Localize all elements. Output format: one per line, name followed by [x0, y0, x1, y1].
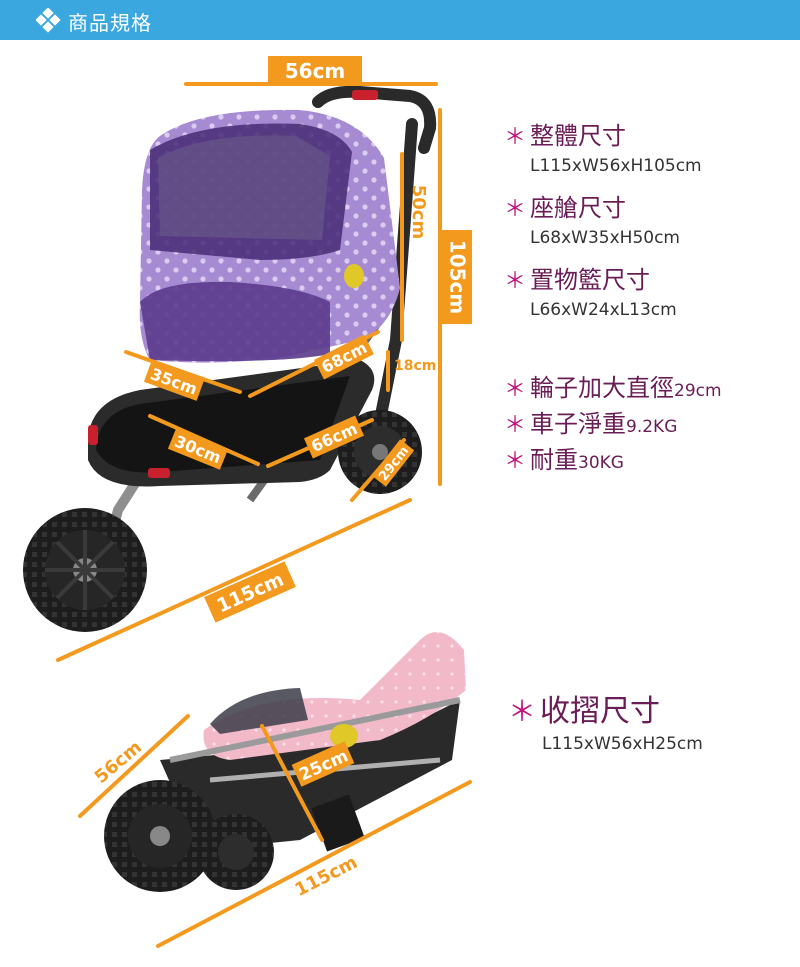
spec-item-seat: ＊座艙尺寸 [504, 194, 627, 222]
dim-total-height-text: 105cm [446, 240, 470, 314]
dim-total-length-text: 115cm [214, 568, 288, 617]
section-title: 商品規格 [68, 11, 152, 35]
dim-seat-depth-text: 18cm [394, 358, 436, 374]
folded-dimension-lines [78, 714, 472, 948]
dim-canopy-height-text: 50cm [408, 185, 429, 239]
spec-item-overall: ＊整體尺寸 [504, 122, 627, 150]
dim-total-height: 105cm [440, 230, 472, 324]
asterisk-icon: ＊ [504, 449, 527, 474]
diamond-bullet-icon [36, 8, 61, 33]
dim-top-width-text: 56cm [285, 59, 346, 83]
spec-value-basket: L66xW24xL13cm [530, 300, 677, 320]
asterisk-icon: ＊ [504, 377, 527, 402]
dim-total-length: 115cm [204, 561, 296, 623]
fold-spec-label: ＊收摺尺寸 [508, 694, 661, 729]
fold-spec-value: L115xW56xH25cm [542, 734, 703, 754]
spec-item-capacity: ＊耐重30KG [504, 446, 624, 474]
dim-top-width: 56cm [268, 56, 362, 84]
spec-value-seat: L68xW35xH50cm [530, 228, 680, 248]
stroller-illustration: 56cm 105cm 50cm 35cm 68cm 18cm 30cm 66cm… [23, 56, 472, 948]
upright-stroller [23, 85, 437, 632]
dim-canopy-height: 50cm [408, 185, 429, 239]
asterisk-icon: ＊ [504, 197, 527, 222]
folded-stroller [104, 632, 466, 892]
asterisk-icon: ＊ [504, 413, 527, 438]
asterisk-icon: ＊ [504, 269, 527, 294]
asterisk-icon: ＊ [508, 695, 537, 728]
section-header: 商品規格 [0, 0, 800, 40]
asterisk-icon: ＊ [504, 125, 527, 150]
spec-item-weight: ＊車子淨重9.2KG [504, 410, 678, 438]
spec-value-overall: L115xW56xH105cm [530, 156, 702, 176]
spec-item-wheel: ＊輪子加大直徑29cm [504, 374, 722, 402]
dim-seat-depth: 18cm [394, 358, 436, 374]
spec-item-basket: ＊置物籃尺寸 [504, 266, 651, 294]
